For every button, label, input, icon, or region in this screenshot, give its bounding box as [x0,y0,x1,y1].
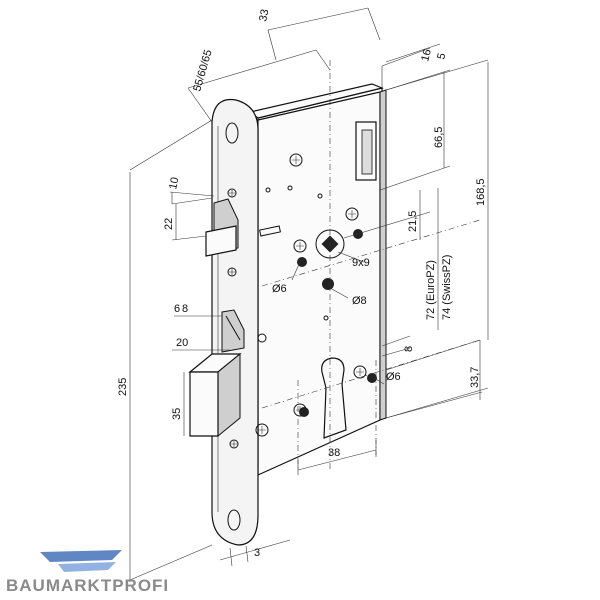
dim-line-22 [171,197,213,241]
hub-cyl-left [299,407,309,417]
faceplate-hole-top [225,122,239,144]
dim-label-21-5: 21,5 [407,211,419,232]
dim-label-66-5: 66,5 [433,127,445,148]
dim-label-20: 20 [176,337,188,349]
hub-cyl-right [367,373,377,383]
dim-label-5: 5 [435,52,448,61]
dim-label-22: 22 [163,218,175,230]
dim-label-235: 235 [117,378,129,396]
dim-line-3 [219,539,291,567]
dim-line-55-60-65 [187,49,331,123]
dim-label-8-right: 8 [403,346,415,352]
dim-label-10: 10 [167,176,181,190]
baumarktprofi-logo [40,550,122,572]
dim-label-33-7: 33,7 [469,367,481,388]
dim-label-72-europz: 72 (EuroPZ) [425,260,437,320]
faceplate-hole-bottom [227,509,241,531]
leader-o6-right [373,377,385,385]
dim-line-168-5 [385,59,489,419]
dim-line-38 [297,440,377,475]
case-small-holes [265,185,329,321]
small-slot [259,225,281,237]
dim-line-5 [385,43,441,63]
logo-swoosh [40,550,122,562]
dim-label-168-5: 168,5 [475,178,487,206]
leader-o6-top [291,261,301,281]
faceplate-screws [227,188,239,449]
dim-label-55-60-65: 55/60/65 [191,48,214,92]
leader-o8 [329,287,349,299]
deadbolt-front [189,371,219,437]
dim-label-16: 16 [419,48,434,63]
centerline-horizontal-1 [261,219,481,287]
dim-label-74-swisspz: 74 (SwissPZ) [441,255,453,320]
case-slot-inner [361,129,373,175]
dim-line-8-right [381,335,411,357]
latch-bolt-front [205,225,237,257]
dim-label-o8: Ø8 [352,295,367,307]
hub-center [322,278,334,290]
dim-label-o6-top: Ø6 [272,283,287,295]
dim-label-9x9: 9x9 [352,257,370,269]
logo-swoosh-2 [58,562,116,572]
cylinder-profile [321,357,347,439]
auxiliary-latch-outline [225,315,241,341]
dim-line-33 [267,7,381,61]
dim-label-38: 38 [328,447,340,459]
dim-label-35: 35 [171,408,183,420]
dim-label-o6-right: Ø6 [386,371,401,383]
dim-line-33-7 [385,339,483,419]
dim-line-10 [169,191,215,204]
dim-line-16 [381,47,431,88]
dim-label-6: 6 [174,303,180,315]
leader-9x9 [337,251,365,263]
auxiliary-latch [221,309,245,353]
dim-label-3: 3 [254,547,260,559]
dim-label-8-left: 8 [182,303,188,315]
dim-line-21-5 [343,190,431,240]
dim-line-235 [129,119,213,582]
hub-left [297,257,307,267]
logo-text: BAUMARKTPROFI [6,576,170,595]
dim-label-33: 33 [257,8,271,22]
